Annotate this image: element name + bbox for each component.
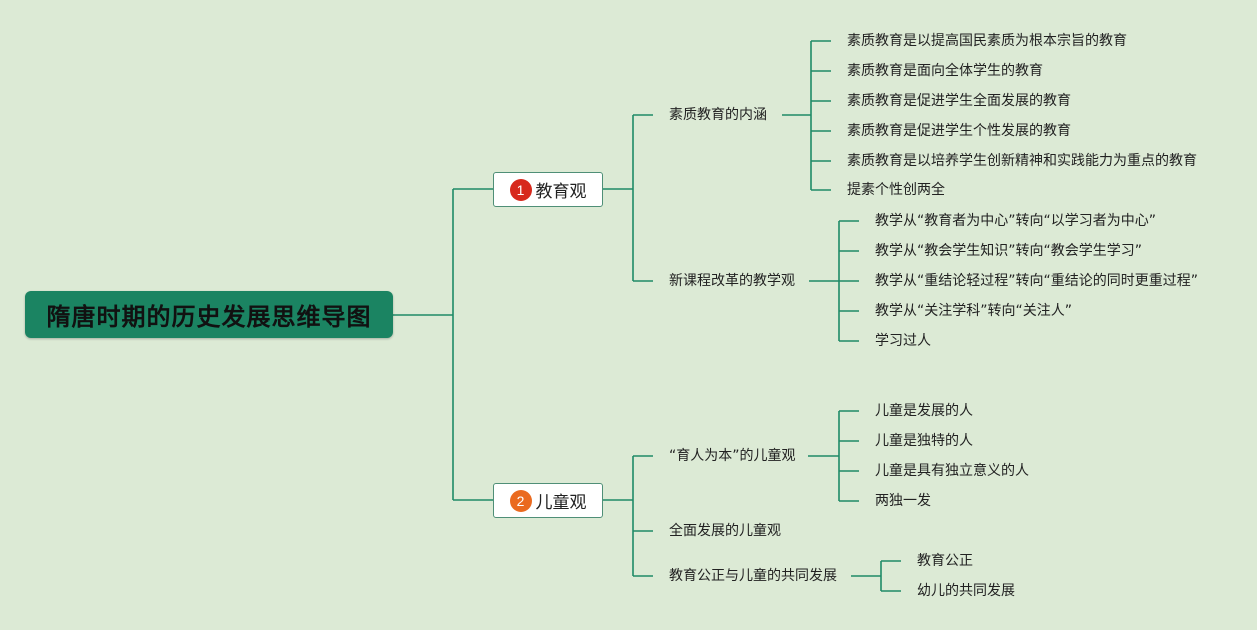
root-title: 隋唐时期的历史发展思维导图	[46, 303, 372, 331]
leaf-topic[interactable]: 学习过人	[875, 333, 931, 349]
leaf-topic[interactable]: 教育公正	[917, 553, 973, 569]
branch-ertongguan[interactable]: 2 儿童观	[493, 483, 603, 518]
leaf-topic[interactable]: 提素个性创两全	[847, 182, 945, 198]
subtopic-quanmianfazhan[interactable]: 全面发展的儿童观	[669, 523, 781, 539]
leaf-topic[interactable]: 素质教育是以提高国民素质为根本宗旨的教育	[847, 33, 1127, 49]
branch-label: 教育观	[535, 182, 587, 202]
branch-jiaoyuguan[interactable]: 1 教育观	[493, 172, 603, 207]
number-badge-icon: 1	[509, 178, 532, 201]
root-topic[interactable]: 隋唐时期的历史发展思维导图	[25, 291, 393, 338]
leaf-topic[interactable]: 儿童是发展的人	[875, 403, 973, 419]
leaf-topic[interactable]: 两独一发	[875, 493, 931, 509]
subtopic-neihan[interactable]: 素质教育的内涵	[669, 107, 767, 123]
leaf-topic[interactable]: 素质教育是以培养学生创新精神和实践能力为重点的教育	[847, 153, 1197, 169]
leaf-topic[interactable]: 教学从“重结论轻过程”转向“重结论的同时更重过程”	[875, 273, 1199, 289]
leaf-topic[interactable]: 教学从“教会学生知识”转向“教会学生学习”	[875, 243, 1143, 259]
leaf-topic[interactable]: 素质教育是促进学生全面发展的教育	[847, 93, 1071, 109]
leaf-topic[interactable]: 幼儿的共同发展	[917, 583, 1015, 599]
leaf-topic[interactable]: 儿童是具有独立意义的人	[875, 463, 1029, 479]
leaf-topic[interactable]: 教学从“教育者为中心”转向“以学习者为中心”	[875, 213, 1157, 229]
leaf-topic[interactable]: 教学从“关注学科”转向“关注人”	[875, 303, 1073, 319]
subtopic-yurenweiben[interactable]: “育人为本”的儿童观	[669, 448, 796, 464]
subtopic-gongzheng[interactable]: 教育公正与儿童的共同发展	[669, 568, 837, 584]
branch-label: 儿童观	[535, 493, 587, 513]
leaf-topic[interactable]: 儿童是独特的人	[875, 433, 973, 449]
number-badge-icon: 2	[509, 489, 532, 512]
leaf-topic[interactable]: 素质教育是促进学生个性发展的教育	[847, 123, 1071, 139]
leaf-topic[interactable]: 素质教育是面向全体学生的教育	[847, 63, 1043, 79]
subtopic-jiaoxueguan[interactable]: 新课程改革的教学观	[669, 273, 795, 289]
